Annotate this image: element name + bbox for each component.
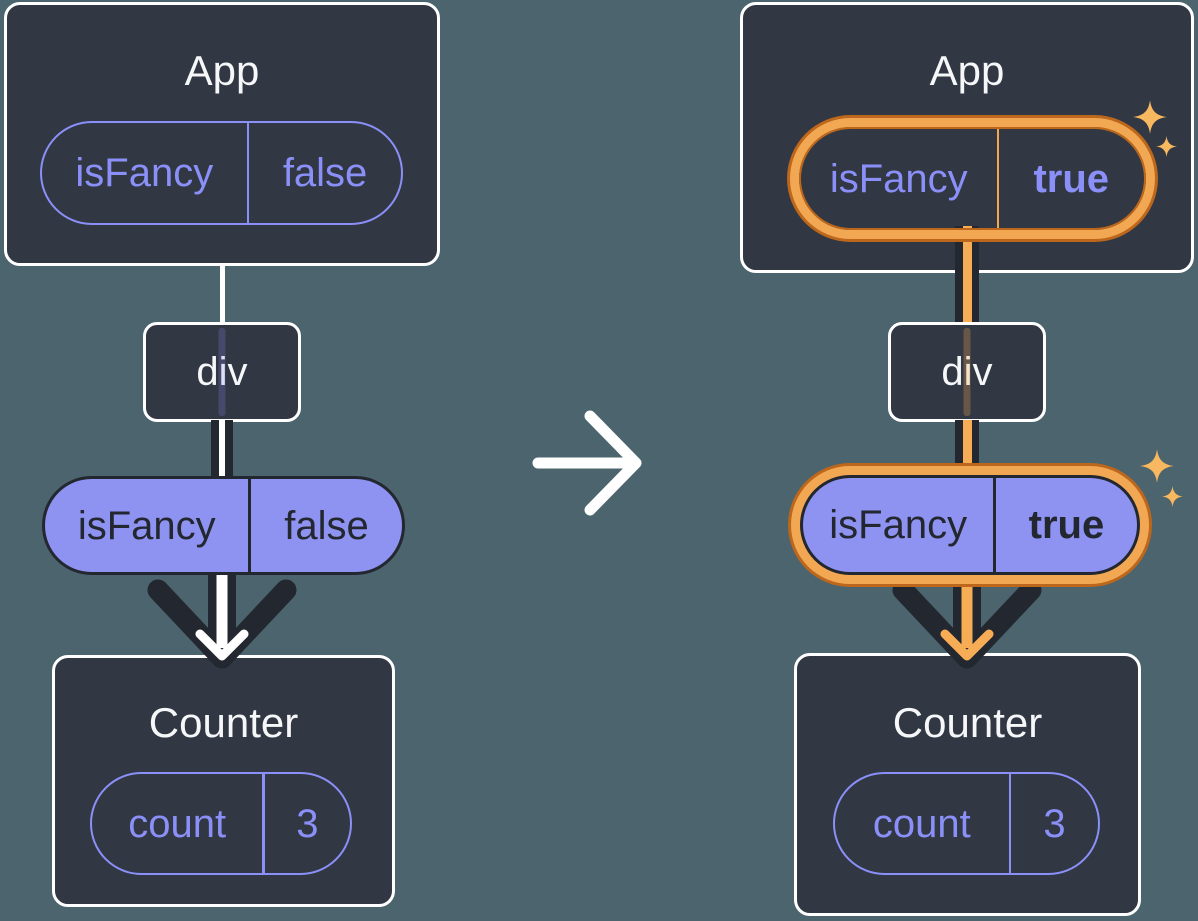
prop-flow-core [219, 420, 225, 479]
prop-name: isFancy [77, 503, 216, 548]
prop-flow-core [962, 226, 972, 324]
pill-divider [262, 774, 265, 873]
prop-value: true [1033, 156, 1110, 201]
left-passed-prop-pill: isFancy false [42, 476, 405, 575]
right-app-title: App [929, 47, 1005, 94]
sparkle-icon-small [1156, 136, 1177, 157]
right-counter-title: Counter [892, 699, 1043, 746]
sparkle-icon-large [1133, 100, 1167, 134]
right-prop-flow-arrow [892, 574, 1042, 669]
sparkle-icon-large [1140, 449, 1174, 483]
state-value: 3 [296, 801, 319, 846]
prop-name: isFancy [829, 156, 968, 201]
left-app-title: App [184, 47, 260, 94]
left-counter-title: Counter [148, 699, 299, 746]
prop-value: false [284, 503, 369, 548]
pill-divider [246, 123, 250, 223]
left-prop-flow-arrow [147, 574, 297, 669]
pill-divider [996, 129, 999, 228]
left-app-div-connector [220, 263, 225, 325]
state-value: 3 [1043, 801, 1066, 846]
right-div-pill-connector [955, 420, 979, 479]
left-div-pill-connector [211, 420, 233, 479]
pill-divider [1008, 774, 1012, 873]
prop-flow-core [962, 420, 972, 479]
right-arrow-icon [532, 410, 642, 516]
left-count-state-pill: count 3 [90, 772, 352, 875]
right-count-state-pill: count 3 [833, 772, 1100, 875]
prop-value: true [1028, 503, 1105, 547]
prop-value: false [282, 151, 368, 195]
right-div-node: div [888, 322, 1046, 422]
pill-divider [248, 479, 251, 572]
right-passed-prop-pill: isFancy true [800, 475, 1140, 575]
div-label: div [941, 349, 993, 394]
pill-divider [993, 478, 996, 572]
prop-name: isFancy [75, 151, 214, 195]
div-prop-stripe [963, 328, 971, 416]
right-app-div-connector [955, 226, 979, 324]
div-label: div [196, 349, 248, 394]
left-div-node: div [143, 322, 301, 422]
prop-name: isFancy [829, 503, 968, 547]
state-name: count [872, 801, 971, 846]
right-app-prop-pill: isFancy true [799, 127, 1146, 230]
left-app-prop-pill: isFancy false [40, 121, 403, 225]
div-prop-stripe [218, 328, 226, 416]
state-name: count [128, 801, 227, 846]
sparkle-icon-small [1162, 486, 1183, 507]
